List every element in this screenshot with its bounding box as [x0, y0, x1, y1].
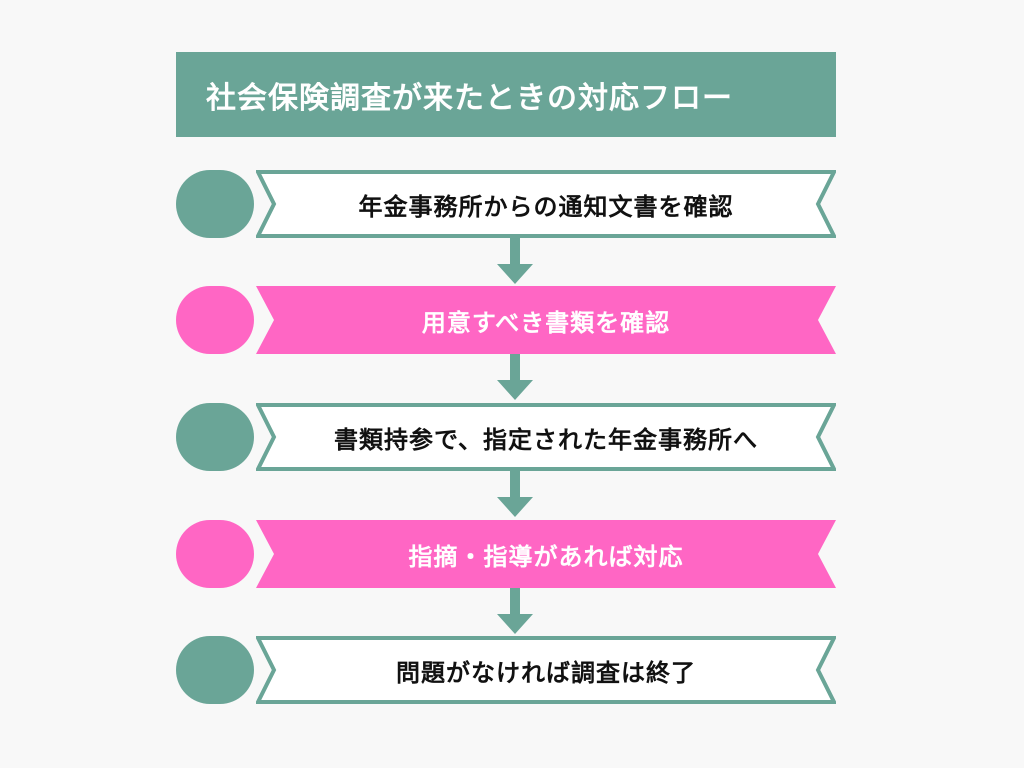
step-marker-circle	[176, 286, 254, 354]
step-banner: 指摘・指導があれば対応	[256, 520, 836, 588]
step-label: 年金事務所からの通知文書を確認	[256, 170, 836, 238]
step-banner: 書類持参で、指定された年金事務所へ	[256, 403, 836, 471]
arrow-down-icon	[497, 238, 533, 286]
step-label: 指摘・指導があれば対応	[256, 520, 836, 588]
step-label: 書類持参で、指定された年金事務所へ	[256, 403, 836, 471]
step-marker-circle	[176, 636, 254, 704]
step-banner: 用意すべき書類を確認	[256, 286, 836, 354]
flow-step-4: 指摘・指導があれば対応	[176, 520, 836, 588]
arrow-down-icon	[497, 354, 533, 402]
step-marker-circle	[176, 403, 254, 471]
step-marker-circle	[176, 520, 254, 588]
step-label: 問題がなければ調査は終了	[256, 636, 836, 704]
step-marker-circle	[176, 170, 254, 238]
step-banner: 年金事務所からの通知文書を確認	[256, 170, 836, 238]
flow-step-1: 年金事務所からの通知文書を確認	[176, 170, 836, 238]
step-banner: 問題がなければ調査は終了	[256, 636, 836, 704]
title-bar: 社会保険調査が来たときの対応フロー	[176, 52, 836, 137]
arrow-down-icon	[497, 588, 533, 636]
arrow-down-icon	[497, 471, 533, 519]
flow-step-3: 書類持参で、指定された年金事務所へ	[176, 403, 836, 471]
page-title: 社会保険調査が来たときの対応フロー	[206, 73, 733, 117]
flow-step-5: 問題がなければ調査は終了	[176, 636, 836, 704]
step-label: 用意すべき書類を確認	[256, 286, 836, 354]
flow-step-2: 用意すべき書類を確認	[176, 286, 836, 354]
